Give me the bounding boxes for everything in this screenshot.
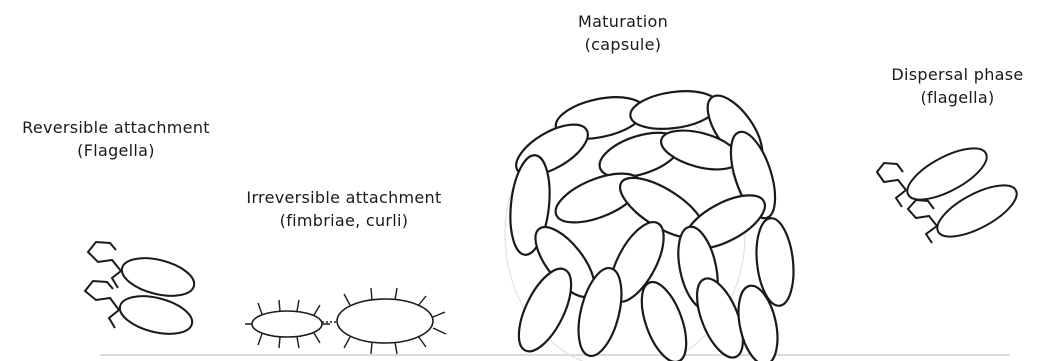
flagellated-bacterium xyxy=(88,242,198,302)
bacteria-cells xyxy=(506,86,798,361)
maturation-biofilm-cluster xyxy=(505,86,798,361)
fimbriated-bacterium xyxy=(322,288,446,354)
dispersal-phase-group xyxy=(877,138,1024,246)
irreversible-attachment-group xyxy=(245,288,446,354)
fimbriated-bacterium xyxy=(245,300,330,348)
reversible-attachment-group xyxy=(85,242,198,340)
